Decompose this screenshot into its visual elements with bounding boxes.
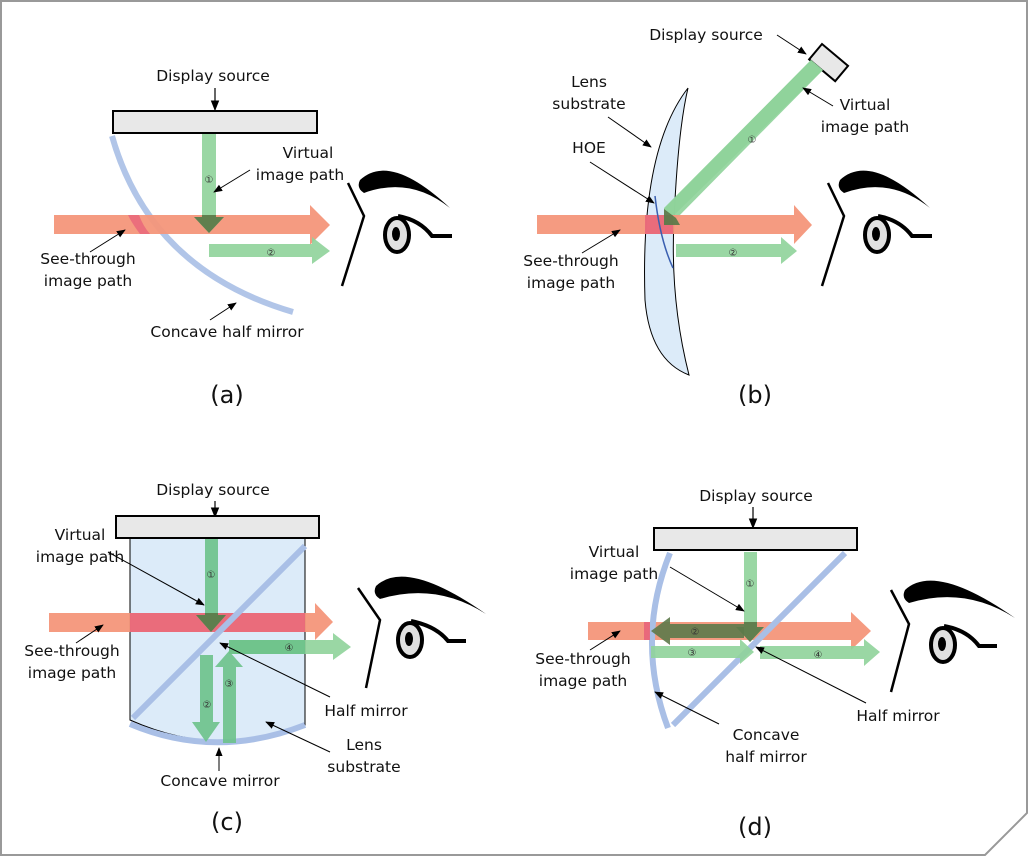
- path-number-1: ①: [207, 570, 216, 581]
- display-source-label: Display source: [156, 481, 270, 499]
- virtual-path-1-arrow: [196, 539, 226, 632]
- virtual-path-3-arrow: [215, 651, 243, 743]
- pointer-arrow: [589, 161, 655, 204]
- pointer-arrow: [75, 624, 104, 644]
- pointer-arrow: [265, 721, 331, 753]
- half-mirror-label: Half mirror: [856, 707, 940, 725]
- see-through-label-2: image path: [539, 672, 627, 690]
- virtual-image-path-label-2: image path: [36, 548, 124, 566]
- pointer-arrow: [213, 169, 251, 193]
- virtual-image-path-label-1: Virtual: [840, 96, 891, 114]
- display-source: [653, 527, 858, 551]
- virtual-path-3-arrow: [651, 639, 754, 664]
- see-through-label-1: See-through: [24, 642, 119, 660]
- overlap-shade: [196, 613, 226, 632]
- display-source: [112, 110, 318, 134]
- virtual-path-2-arrow: [676, 237, 797, 264]
- virtual-image-path-label-1: Virtual: [55, 526, 106, 544]
- see-through-label-2: image path: [28, 664, 116, 682]
- virtual-image-path-label-2: image path: [821, 118, 909, 136]
- hoe-label: HOE: [572, 139, 606, 157]
- concave-half-mirror: [109, 135, 294, 315]
- concave-half-mirror-label-2: half mirror: [725, 748, 807, 766]
- virtual-image-path-label-1: Virtual: [589, 543, 640, 561]
- virtual-path-1-arrow: [194, 134, 224, 233]
- overlap-shade: [229, 640, 305, 654]
- pointer-arrow: [669, 566, 745, 612]
- see-through-label-1: See-through: [535, 650, 630, 668]
- see-through-label-1: See-through: [523, 252, 618, 270]
- see-through-label-2: image path: [44, 272, 132, 290]
- see-through-label-2: image path: [527, 274, 615, 292]
- virtual-path-2-arrow: [651, 617, 744, 645]
- virtual-image-path-label-2: image path: [256, 166, 344, 184]
- concave-half-mirror: [649, 551, 673, 730]
- path-number-1: ①: [746, 579, 755, 590]
- pointer-arrow: [581, 229, 621, 254]
- virtual-path-4-arrow: [760, 639, 880, 666]
- path-number-4: ④: [285, 643, 294, 654]
- panel-b: Display source ① ② Lens substrate HOE Vi…: [523, 26, 932, 409]
- virtual-path-2-arrow: [192, 655, 220, 742]
- eye-icon: [356, 576, 486, 689]
- lens-substrate-label-1: Lens: [571, 73, 607, 91]
- pointer-arrow: [755, 646, 867, 704]
- path-number-2: ②: [691, 627, 700, 638]
- lens-substrate-label-2: substrate: [552, 95, 625, 113]
- pointer-arrow: [607, 116, 652, 148]
- path-number-1: ①: [205, 175, 214, 186]
- overlap-shade: [194, 215, 224, 233]
- lens-substrate-label-2: substrate: [327, 758, 400, 776]
- path-number-2: ②: [203, 700, 212, 711]
- virtual-image-path-label-2: image path: [570, 565, 658, 583]
- overlap-shade: [664, 209, 680, 225]
- eye-icon: [340, 170, 452, 287]
- half-mirror: [670, 550, 848, 728]
- path-number-1: ①: [748, 135, 757, 146]
- virtual-path-1-arrow: [736, 552, 764, 642]
- path-number-4: ④: [814, 650, 823, 661]
- panel-d: Display source ① ② ③ ④ Virtual image pat…: [535, 487, 1015, 841]
- path-number-2: ②: [267, 248, 276, 259]
- eye-icon: [820, 170, 932, 287]
- half-mirror: [130, 543, 308, 721]
- lens-substrate-label-1: Lens: [346, 736, 382, 754]
- concave-half-mirror-label: Concave half mirror: [150, 323, 304, 341]
- pointer-arrow: [209, 302, 237, 321]
- pointer-arrow: [654, 691, 720, 725]
- display-source-label: Display source: [699, 487, 813, 505]
- display-source-label: Display source: [649, 26, 763, 44]
- see-through-label-1: See-through: [40, 250, 135, 268]
- virtual-beam: [664, 60, 823, 220]
- virtual-image-path-label-1: Virtual: [283, 144, 334, 162]
- mirror-overlap: [128, 215, 150, 234]
- panel-a: Display source ① ② Virtual image path Se…: [40, 67, 452, 409]
- panel-c: Display source ① ② ③ ④ Virtual image pat…: [24, 481, 486, 836]
- pointer-arrow: [89, 229, 126, 253]
- display-source: [115, 515, 320, 539]
- panel-caption: (c): [211, 808, 243, 836]
- mirror-overlap: [644, 622, 650, 640]
- pointer-arrow: [107, 551, 205, 606]
- half-mirror-label: Half mirror: [324, 702, 408, 720]
- hoe-element: [654, 195, 674, 269]
- concave-half-mirror-label-1: Concave: [733, 726, 800, 744]
- eye-icon: [889, 580, 1015, 693]
- path-number-2: ②: [729, 248, 738, 259]
- panel-caption: (b): [738, 381, 772, 409]
- virtual-path-2-arrow: [209, 237, 330, 264]
- pointer-arrow: [802, 87, 834, 107]
- path-number-3: ③: [688, 648, 697, 659]
- panel-caption: (d): [738, 813, 772, 841]
- concave-mirror: [128, 721, 307, 746]
- pointer-arrow: [776, 34, 807, 55]
- panel-caption: (a): [210, 381, 243, 409]
- pointer-arrow: [589, 630, 621, 651]
- concave-mirror-label: Concave mirror: [160, 772, 280, 790]
- path-number-3: ③: [225, 679, 234, 690]
- see-through-path-arrow: [54, 205, 330, 245]
- display-source-label: Display source: [156, 67, 270, 85]
- pointer-arrow: [219, 642, 331, 698]
